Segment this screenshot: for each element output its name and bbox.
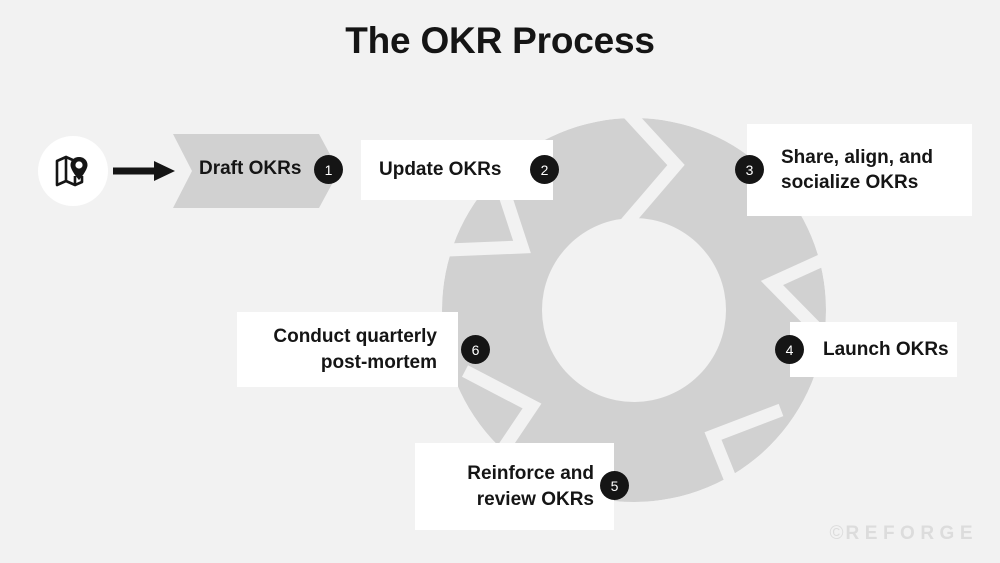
copyright-icon: © [829, 523, 844, 544]
step-6-box[interactable]: Conduct quarterly post-mortem [237, 312, 458, 387]
start-arrow-icon [113, 161, 175, 181]
map-pin-icon [54, 154, 92, 188]
step-6-badge: 6 [461, 335, 490, 364]
step-3-label: Share, align, and socialize OKRs [781, 146, 934, 193]
step-6-label: Conduct quarterly post-mortem [273, 326, 437, 373]
step-1-chevron[interactable] [173, 134, 339, 208]
step-1-label: Draft OKRs [199, 158, 302, 179]
step-4-box[interactable]: Launch OKRs [790, 322, 957, 377]
step-5-badge: 5 [600, 471, 629, 500]
step-3-box[interactable]: Share, align, and socialize OKRs [747, 124, 972, 216]
step-1-badge: 1 [314, 155, 343, 184]
watermark: © REFORGE [830, 523, 978, 545]
step-5-box[interactable]: Reinforce and review OKRs [415, 443, 614, 530]
watermark-brand: REFORGE [845, 523, 978, 544]
page-title: The OKR Process [345, 20, 655, 61]
step-2-badge: 2 [530, 155, 559, 184]
start-icon-circle [38, 136, 108, 206]
step-2-label: Update OKRs [379, 159, 502, 181]
step-3-badge: 3 [735, 155, 764, 184]
step-5-label: Reinforce and review OKRs [467, 463, 594, 510]
step-4-label: Launch OKRs [823, 338, 949, 360]
step-4-badge: 4 [775, 335, 804, 364]
step-2-box[interactable]: Update OKRs [361, 140, 553, 200]
